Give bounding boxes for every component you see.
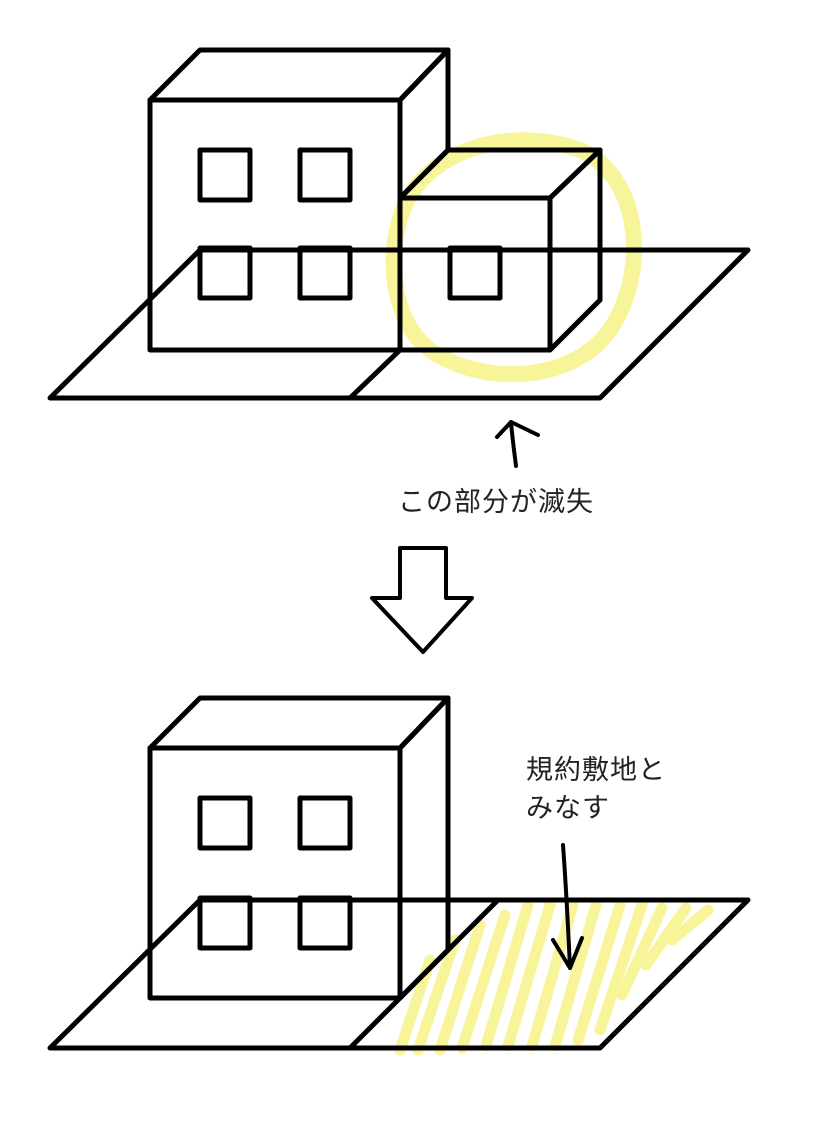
up-arrow-icon xyxy=(495,420,540,468)
window xyxy=(197,895,253,951)
after-figure xyxy=(47,695,751,1056)
plot-divider xyxy=(347,347,403,401)
before-figure xyxy=(47,47,751,468)
window xyxy=(297,795,353,851)
lost-part-label: この部分が滅失 xyxy=(398,487,594,518)
window xyxy=(197,147,253,203)
pointer-arrow-icon xyxy=(551,843,584,970)
deemed-site-label-line1: 規約敷地と xyxy=(526,755,666,786)
window xyxy=(447,245,503,301)
window xyxy=(297,245,353,301)
down-arrow-icon xyxy=(370,546,474,654)
window xyxy=(297,147,353,203)
window xyxy=(197,795,253,851)
deemed-site-label-line2: みなす xyxy=(526,793,610,824)
remaining-building xyxy=(147,695,451,1001)
deemed-site-label: 規約敷地と みなす xyxy=(526,752,666,828)
annex-building xyxy=(397,147,603,353)
windows-before xyxy=(197,147,503,301)
window xyxy=(297,895,353,951)
window xyxy=(197,245,253,301)
windows-after xyxy=(197,795,353,951)
